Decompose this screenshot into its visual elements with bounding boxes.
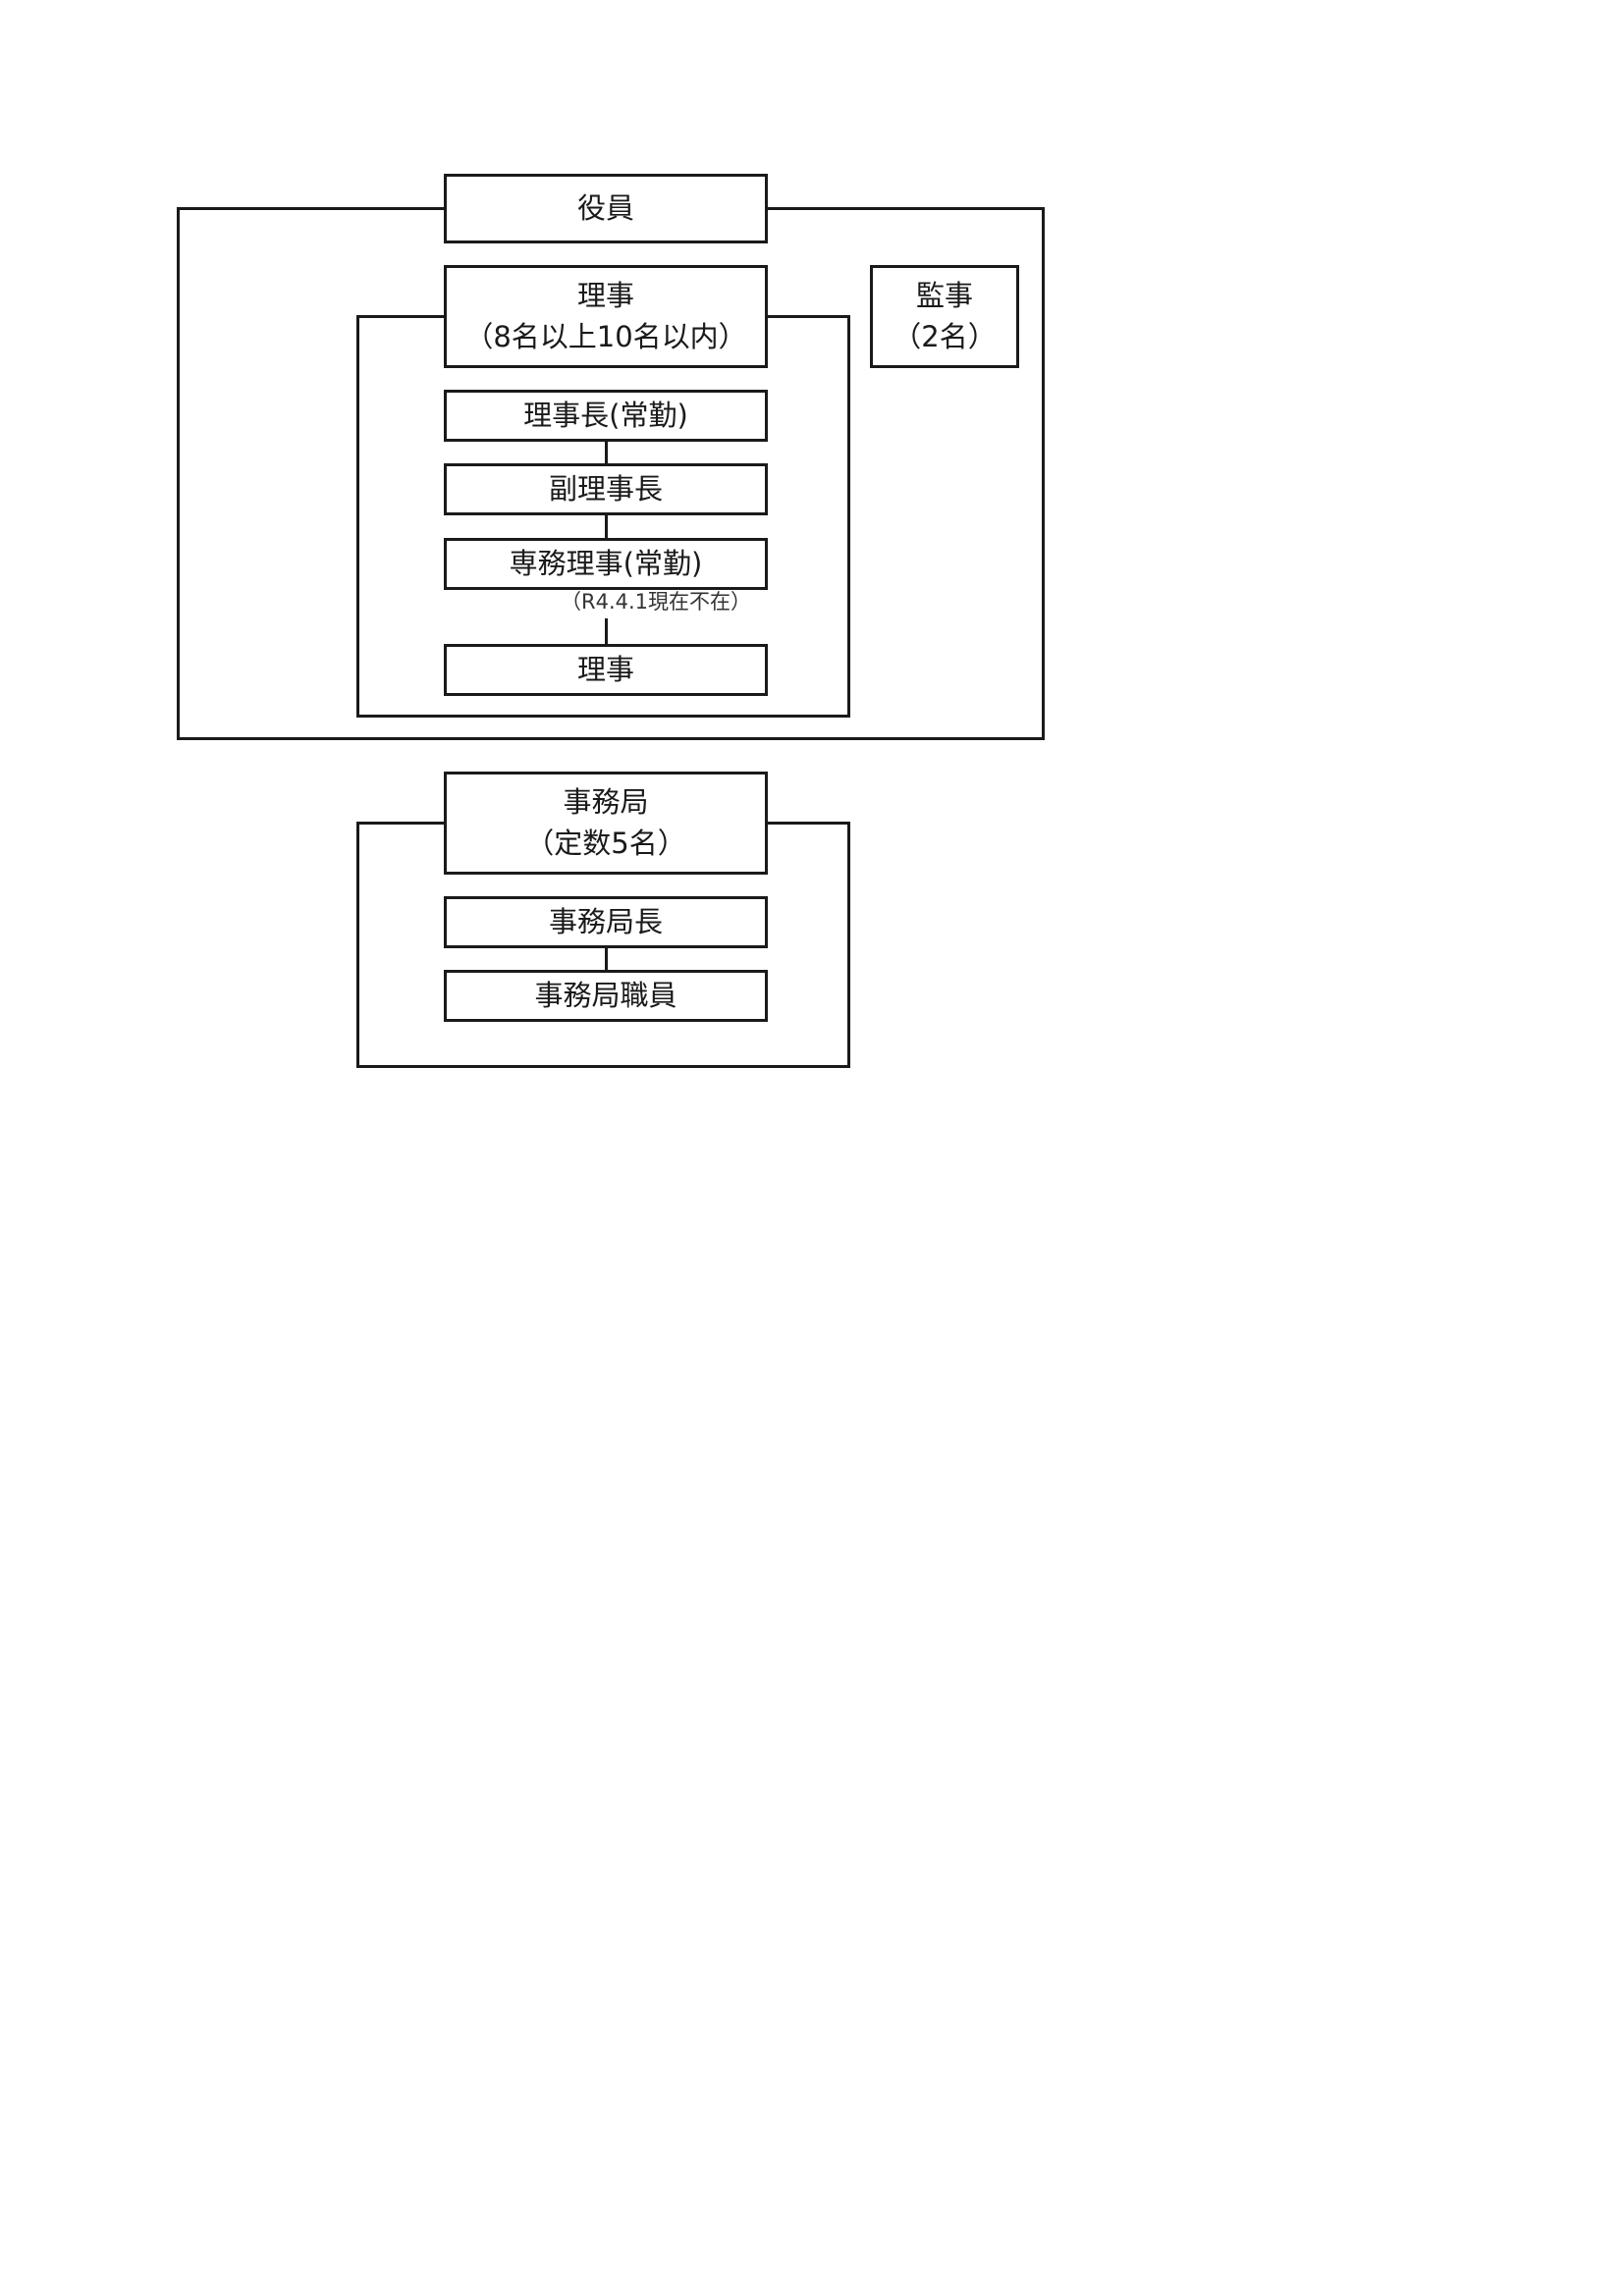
secretariat-count: （定数5名） [525,827,686,861]
directors-count: （8名以上10名以内） [464,320,747,354]
executive-director-note: （R4.4.1現在不在） [561,590,752,614]
officers-title: 役員 [576,191,634,225]
executive-director-box: 専務理事(常勤) [444,538,768,590]
connector-vice-executive [605,515,608,538]
auditors-count: （2名） [893,320,997,354]
secretariat-staff-label: 事務局職員 [534,979,677,1012]
director-box: 理事 [444,644,768,696]
secretariat-head-box: 事務局長 [444,896,768,948]
executive-director-label: 専務理事(常勤) [509,547,703,580]
secretariat-title: 事務局 [563,784,649,819]
directors-title: 理事 [576,278,634,312]
connector-secretariat [605,948,608,970]
vice-chairman-label: 副理事長 [548,472,663,506]
vice-chairman-box: 副理事長 [444,463,768,515]
secretariat-header: 事務局 （定数5名） [444,772,768,875]
secretariat-head-label: 事務局長 [548,905,663,938]
connector-executive-director [605,618,608,644]
auditors-title: 監事 [915,278,973,312]
auditors-box: 監事 （2名） [870,265,1019,368]
connector-chairman-vice [605,442,608,463]
chairman-label: 理事長(常勤) [523,399,688,432]
chairman-box: 理事長(常勤) [444,390,768,442]
director-label: 理事 [576,653,634,686]
directors-header: 理事 （8名以上10名以内） [444,265,768,368]
secretariat-staff-box: 事務局職員 [444,970,768,1022]
officers-header: 役員 [444,174,768,243]
